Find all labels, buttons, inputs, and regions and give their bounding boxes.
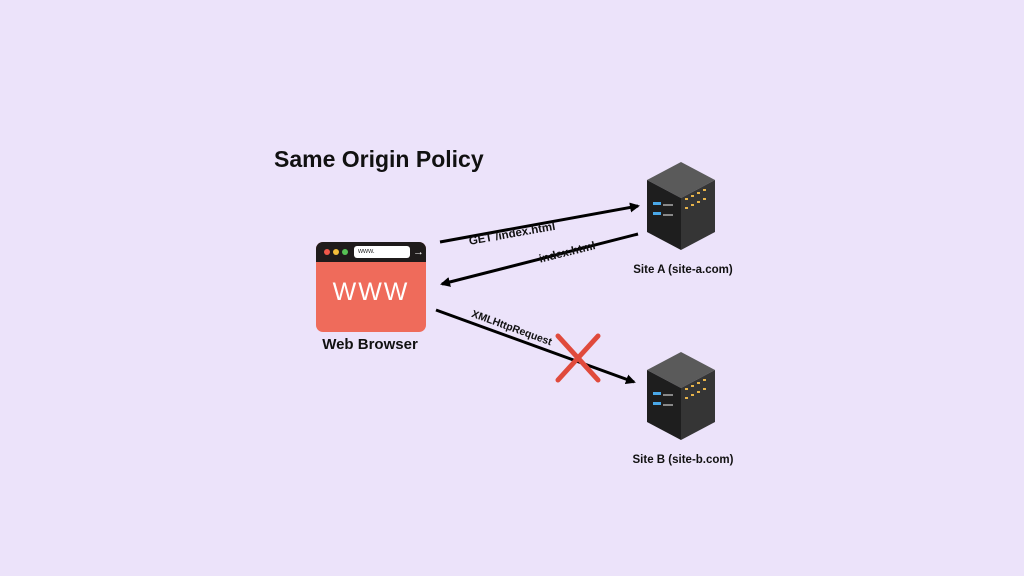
cross-icon <box>555 333 601 383</box>
close-dot-icon <box>324 249 330 255</box>
browser-window-icon: www. → WWW <box>316 242 426 332</box>
arrow-right-icon: → <box>413 246 424 258</box>
server-icon <box>647 162 715 250</box>
address-bar: www. <box>354 246 410 258</box>
request-arrow <box>439 202 640 244</box>
browser-content-text: WWW <box>332 278 410 306</box>
site-b-label: Site B (site-b.com) <box>632 454 734 466</box>
cross-origin-arrow <box>435 308 636 384</box>
server-icon <box>647 352 715 440</box>
minimize-dot-icon <box>333 249 339 255</box>
diagram-title: Same Origin Policy <box>274 146 484 172</box>
browser-label: Web Browser <box>322 336 418 353</box>
browser-toolbar: www. → <box>316 242 426 262</box>
response-arrow <box>440 232 639 287</box>
maximize-dot-icon <box>342 249 348 255</box>
site-a-label: Site A (site-a.com) <box>633 264 733 276</box>
